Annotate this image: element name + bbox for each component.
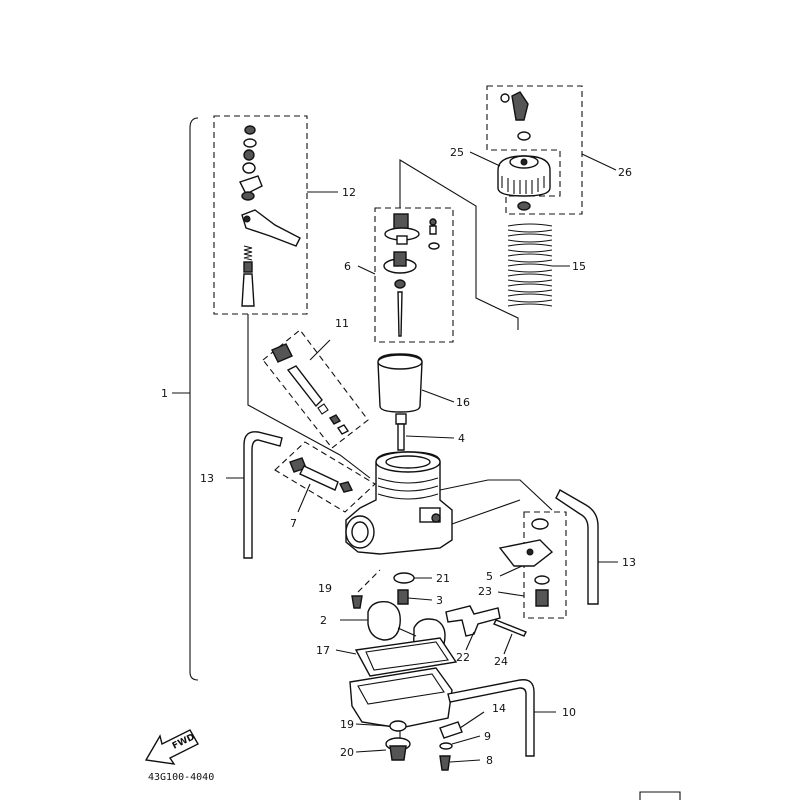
corner-mark [639, 791, 681, 800]
callout-12: 12 [342, 186, 356, 199]
washer-21 [393, 572, 432, 584]
callout-14: 14 [492, 702, 506, 715]
hose-13-right [555, 489, 618, 605]
callout-17: 17 [316, 644, 330, 657]
callout-26: 26 [618, 166, 632, 179]
callout-10: 10 [562, 706, 576, 719]
callout-24: 24 [494, 655, 508, 668]
group-11-screw-set [262, 329, 369, 449]
needle-jet-4 [395, 413, 455, 451]
callout-16: 16 [456, 396, 470, 409]
callout-13-left: 13 [200, 472, 214, 485]
carburetor-body [345, 451, 553, 555]
plate-22 [445, 605, 501, 651]
washer-9 [439, 735, 481, 750]
screw-19-upper [351, 569, 381, 609]
group-7-idle-screw [274, 441, 376, 513]
callout-9: 9 [484, 730, 491, 743]
callout-5: 5 [486, 570, 493, 583]
callout-21: 21 [436, 572, 450, 585]
pin-24 [493, 619, 527, 655]
screw-8 [439, 755, 481, 771]
drain-hose-10 [447, 679, 556, 757]
spring-15 [507, 223, 570, 307]
throttle-valve-16 [377, 353, 455, 413]
gasket-17 [335, 637, 458, 677]
callout-7: 7 [290, 517, 297, 530]
drain-plug-20 [355, 737, 411, 761]
callout-22: 22 [456, 651, 470, 664]
callout-25: 25 [450, 146, 464, 159]
main-jet-3 [397, 589, 433, 605]
callout-1: 1 [161, 387, 168, 400]
fwd-arrow-icon: FWD [144, 729, 199, 765]
callout-3: 3 [436, 594, 443, 607]
callout-15: 15 [572, 260, 586, 273]
callout-2: 2 [320, 614, 327, 627]
callout-6: 6 [344, 260, 351, 273]
callout-19-lower: 19 [340, 718, 354, 731]
group-12-lever-set [213, 115, 371, 479]
callout-8: 8 [486, 754, 493, 767]
callout-13-right: 13 [622, 556, 636, 569]
hose-13-left [226, 431, 283, 559]
part-code: 43G100-4040 [148, 772, 214, 783]
float-chamber [349, 667, 453, 740]
holder-14 [439, 711, 485, 739]
o-ring-19 [355, 720, 407, 732]
callout-labels: 1 12 11 6 25 26 15 16 4 13 7 13 5 23 21 … [161, 146, 636, 767]
callout-4: 4 [458, 432, 465, 445]
callout-19-upper: 19 [318, 582, 332, 595]
callout-20: 20 [340, 746, 354, 759]
callout-23: 23 [478, 585, 492, 598]
group-26-cap-assembly [469, 85, 617, 215]
assembly-bracket [172, 117, 199, 681]
group-23-jet-parts [497, 511, 567, 619]
callout-11: 11 [335, 317, 349, 330]
group-6-valve-parts [357, 159, 519, 343]
